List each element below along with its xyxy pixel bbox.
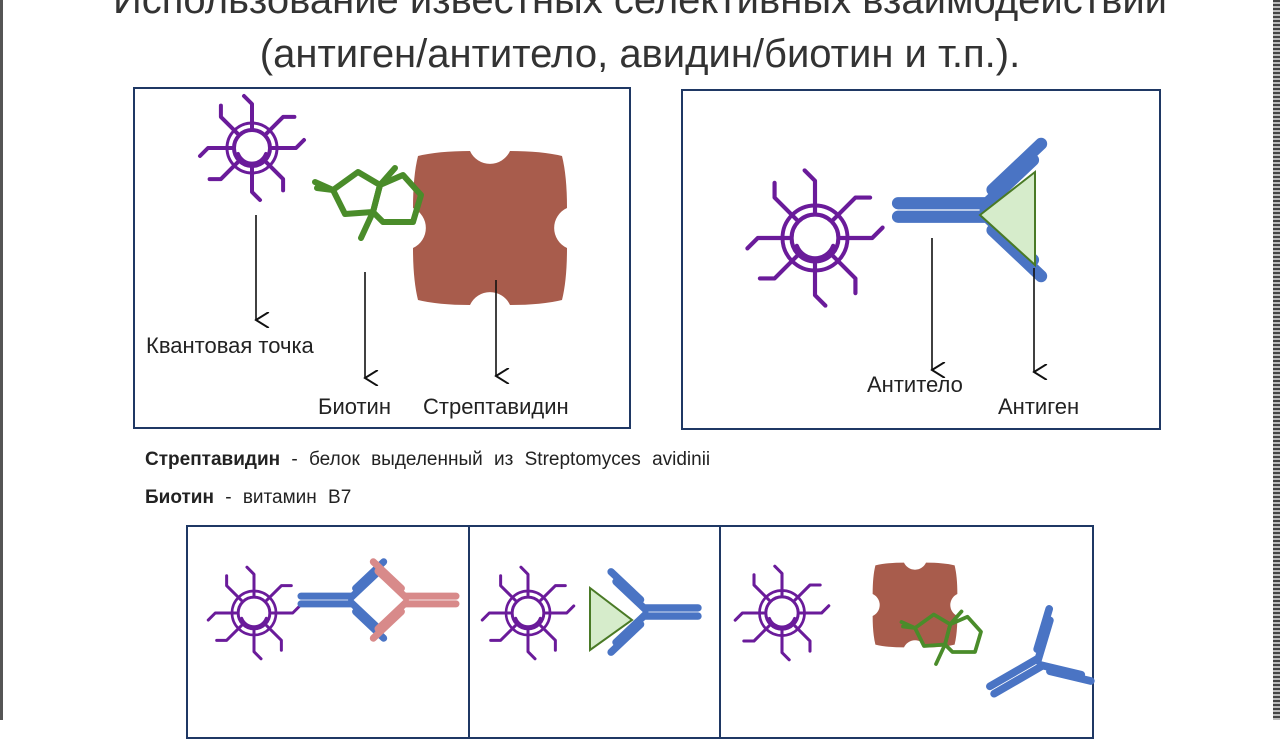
definition-text: - белок выделенный из Streptomyces avidi… — [291, 449, 711, 470]
right-panel-arrows — [932, 238, 1034, 372]
streptavidin-protein — [413, 151, 567, 305]
antibody-b3 — [971, 609, 1091, 720]
title-line-2: (антиген/антитело, авидин/биотин и т.п.)… — [259, 32, 1021, 76]
label-antigen: Антиген — [998, 394, 1080, 419]
label-quantum-dot: Квантовая точка — [146, 333, 314, 358]
streptavidin-b3 — [872, 562, 958, 648]
antigen-b2 — [589, 585, 634, 652]
quantum-dot-b2 — [480, 565, 576, 661]
molecular-diagram — [198, 94, 1280, 720]
definition-text: - витамин B7 — [225, 487, 352, 508]
definition-biotin: Биотин - витамин B7 — [145, 487, 351, 509]
antigen-triangle — [978, 169, 1036, 268]
panel-antigen-antibody — [681, 89, 1161, 430]
definition-term: Стрептавидин — [145, 449, 281, 470]
quantum-dot — [198, 94, 306, 202]
label-biotin: Биотин — [318, 394, 391, 419]
slide-edge-left — [0, 0, 3, 720]
definition-streptavidin: Стрептавидин - белок выделенный из Strep… — [145, 449, 710, 471]
biotin-molecule — [315, 168, 421, 238]
quantum-dot-b3 — [733, 564, 831, 662]
antibody-b2 — [611, 572, 698, 652]
quantum-dot-b1 — [206, 565, 302, 661]
definition-term: Биотин — [145, 487, 214, 508]
antibody-pink-b1 — [373, 562, 456, 638]
antibody-b1 — [301, 562, 384, 638]
slide-edge-right — [1273, 0, 1280, 720]
title-line-1: Использование известных селективных взаи… — [112, 0, 1168, 22]
label-antibody: Антитело — [867, 372, 963, 397]
label-streptavidin: Стрептавидин — [423, 394, 569, 419]
left-panel-arrows — [256, 215, 496, 378]
quantum-dot-right — [747, 170, 882, 305]
